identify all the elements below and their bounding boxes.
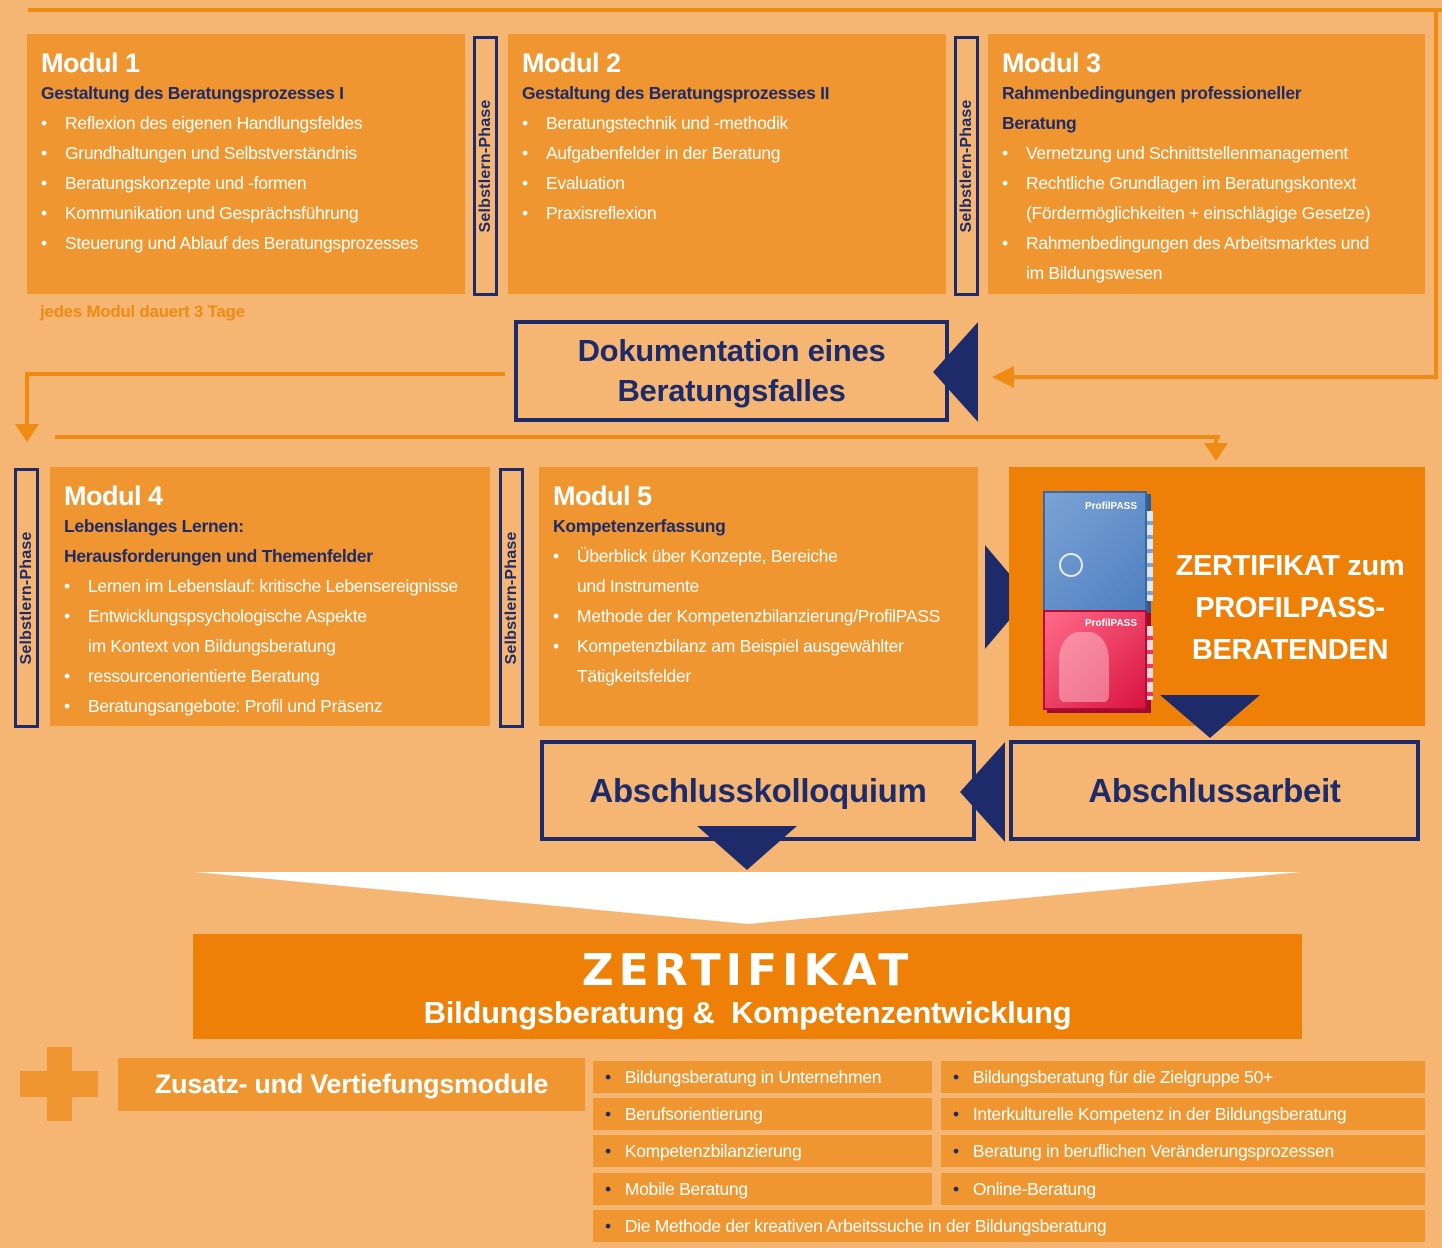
list-item: Rahmenbedingungen des Arbeitsmarktes und… <box>1002 228 1411 288</box>
selbstlern-phase-2: Selbstlern-Phase <box>954 36 979 296</box>
list-item: Vernetzung und Schnittstellenmanagement <box>1002 138 1411 168</box>
profilpass-book-label: ProfilPASS <box>1084 501 1137 512</box>
zusatz-item: •Die Methode der kreativen Arbeitssuche … <box>593 1210 1425 1242</box>
module-title: Modul 1 <box>41 48 140 78</box>
list-item: Lernen im Lebenslauf: kritische Lebenser… <box>64 571 476 601</box>
list-item: Beratungstechnik und -methodik <box>522 108 932 138</box>
down-arrow-icon <box>1160 695 1260 738</box>
profilpass-book-blue-icon: ProfilPASS <box>1043 491 1153 613</box>
list-item: Praxisreflexion <box>522 198 932 228</box>
zusatz-label-box: Zusatz- und Vertiefungsmodule <box>118 1058 585 1111</box>
zusatz-item: •Berufsorientierung <box>593 1098 932 1130</box>
module-subtitle: Beratung <box>1002 113 1077 133</box>
selbstlern-phase-1: Selbstlern-Phase <box>473 36 498 296</box>
module-5: Modul 5 Kompetenzerfassung Überblick übe… <box>539 467 978 726</box>
list-item: Methode der Kompetenzbilanzierung/Profil… <box>553 601 964 631</box>
lightbulb-icon <box>1059 553 1083 577</box>
flow-arrowhead-down-left <box>15 424 39 442</box>
selbstlern-phase-3: Selbstlern-Phase <box>14 468 39 728</box>
module-subtitle: Rahmenbedingungen professioneller <box>1002 83 1302 103</box>
down-arrow-icon <box>697 826 797 870</box>
portrait-figures-icon <box>1059 632 1109 702</box>
module-subtitle: Kompetenzerfassung <box>553 516 726 536</box>
list-item: Beratungskonzepte und -formen <box>41 168 451 198</box>
zusatz-label: Zusatz- und Vertiefungsmodule <box>154 1069 549 1099</box>
book-tabs-icon <box>1147 626 1153 700</box>
zusatz-item: •Beratung in beruflichen Veränderungspro… <box>941 1135 1425 1167</box>
final-certificate-subtitle: Bildungsberatung & Kompetenzentwicklung <box>423 995 1072 1030</box>
module-title: Modul 2 <box>522 48 621 78</box>
selbstlern-phase-4: Selbstlern-Phase <box>499 468 524 728</box>
zusatz-item: •Bildungsberatung für die Zielgruppe 50+ <box>941 1061 1425 1093</box>
module-title: Modul 4 <box>64 481 163 511</box>
book-tabs-icon <box>1147 511 1153 601</box>
phase-label: Selbstlern-Phase <box>476 99 494 233</box>
module-3: Modul 3 Rahmenbedingungen professionelle… <box>988 34 1425 294</box>
zusatz-item: •Online-Beratung <box>941 1173 1425 1205</box>
final-certificate-box: ZERTIFIKAT Bildungsberatung & Kompetenze… <box>193 934 1302 1039</box>
phase-label: Selbstlern-Phase <box>502 531 520 665</box>
module-subtitle: Herausforderungen und Themenfelder <box>64 546 373 566</box>
flow-arrowhead-down-right <box>1204 443 1228 461</box>
phase-label: Selbstlern-Phase <box>17 531 35 665</box>
module-title: Modul 3 <box>1002 48 1101 78</box>
zusatz-item: •Bildungsberatung in Unternehmen <box>593 1061 932 1093</box>
flow-line-top <box>28 8 1442 12</box>
list-item: Grundhaltungen und Selbstverständnis <box>41 138 451 168</box>
abschlussarbeit-box: Abschlussarbeit <box>1009 740 1420 841</box>
left-arrow-icon <box>960 742 1005 842</box>
list-item: Kommunikation und Gesprächsführung <box>41 198 451 228</box>
module-2: Modul 2 Gestaltung des Beratungsprozesse… <box>508 34 946 294</box>
module-subtitle: Lebenslanges Lernen: <box>64 516 244 536</box>
flow-line-right-drop <box>1214 435 1218 445</box>
list-item: Kompetenzbilanz am Beispiel ausgewählter… <box>553 631 964 691</box>
flow-line-out-doc <box>25 372 505 376</box>
flow-line-into-doc <box>1012 375 1438 379</box>
flow-line-right-vertical <box>1434 8 1438 379</box>
final-certificate-title: ZERTIFIKAT <box>581 945 914 996</box>
funnel-shape <box>195 872 1301 924</box>
list-item: Aufgabenfelder in der Beratung <box>522 138 932 168</box>
zusatz-item: •Interkulturelle Kompetenz in der Bildun… <box>941 1098 1425 1130</box>
list-item: Rechtliche Grundlagen im Beratungskontex… <box>1002 168 1411 228</box>
flow-line-left-vertical <box>25 372 29 426</box>
list-item: ressourcenorientierte Beratung <box>64 661 476 691</box>
list-item: Evaluation <box>522 168 932 198</box>
list-item: Beratungsangebote: Profil und Präsenz <box>64 691 476 721</box>
abschlusskolloquium-box: Abschlusskolloquium <box>540 740 976 841</box>
list-item: Reflexion des eigenen Handlungsfeldes <box>41 108 451 138</box>
flow-arrowhead-left <box>992 366 1014 388</box>
zusatz-item: •Kompetenzbilanzierung <box>593 1135 932 1167</box>
profilpass-book-label: ProfilPASS <box>1084 618 1137 629</box>
dokumentation-arrow-icon <box>933 322 978 422</box>
duration-note: jedes Modul dauert 3 Tage <box>40 302 245 321</box>
dokumentation-line-1: Dokumentation eines <box>577 333 886 368</box>
module-title: Modul 5 <box>553 481 652 511</box>
dokumentation-line-2: Beratungsfalles <box>617 373 846 408</box>
phase-label: Selbstlern-Phase <box>957 99 975 233</box>
zusatz-item: •Mobile Beratung <box>593 1173 932 1205</box>
module-subtitle: Gestaltung des Beratungsprozesses II <box>522 83 830 103</box>
module-4: Modul 4 Lebenslanges Lernen: Herausforde… <box>50 467 490 726</box>
flow-line-middle <box>55 435 1220 439</box>
list-item: Steuerung und Ablauf des Beratungsprozes… <box>41 228 451 258</box>
module-subtitle: Gestaltung des Beratungsprozesses I <box>41 83 344 103</box>
plus-icon <box>20 1047 98 1121</box>
module-1: Modul 1 Gestaltung des Beratungsprozesse… <box>27 34 465 294</box>
profilpass-book-red-icon: ProfilPASS <box>1043 610 1153 710</box>
